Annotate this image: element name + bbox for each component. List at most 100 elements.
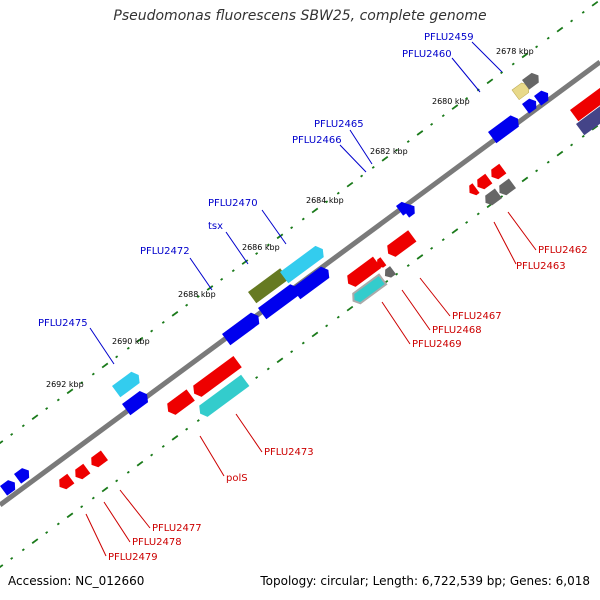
gene-label-pflu2460[interactable]: PFLU2460	[402, 49, 452, 60]
tick-label: 2686 kbp	[242, 243, 280, 252]
gene-feature[interactable]	[222, 310, 263, 346]
gene-label-pflu2466[interactable]: PFLU2466	[292, 135, 342, 146]
gene-feature[interactable]	[88, 450, 108, 470]
tick-mark	[171, 311, 179, 317]
tick-mark	[196, 419, 200, 423]
gene-feature[interactable]	[72, 463, 91, 482]
gene-feature[interactable]	[14, 466, 32, 484]
gene-feature[interactable]	[0, 478, 18, 496]
tick-mark	[56, 398, 60, 402]
tick-mark	[101, 362, 109, 369]
gene-feature[interactable]	[466, 183, 480, 197]
tick-mark	[465, 221, 469, 224]
gene-feature[interactable]	[344, 256, 382, 290]
gene-label-pflu2472[interactable]: PFLU2472	[140, 246, 190, 257]
tick-mark	[161, 444, 165, 448]
reverse-connectors	[85, 211, 537, 557]
tick-mark	[115, 479, 119, 483]
gene-label-pflu2468[interactable]: PFLU2468	[432, 325, 482, 336]
tick-mark	[521, 176, 529, 183]
tick-mark	[416, 254, 424, 260]
gene-feature[interactable]	[384, 230, 417, 259]
gene-feature[interactable]	[56, 473, 75, 492]
gene-feature[interactable]	[522, 71, 542, 90]
tick-mark	[406, 140, 410, 143]
gene-label-pflu2465[interactable]: PFLU2465	[314, 119, 364, 130]
gene-label-pflu2469[interactable]: PFLU2469	[412, 339, 462, 350]
tick-mark	[150, 453, 154, 457]
tick-mark	[360, 174, 364, 178]
gene-label-tsx[interactable]: tsx	[208, 221, 223, 232]
gene-label-pflu2463[interactable]: PFLU2463	[516, 261, 566, 272]
gene-feature[interactable]	[482, 188, 502, 208]
accession-text: Accession: NC_012660	[8, 574, 145, 588]
tick-mark	[511, 62, 515, 66]
tick-mark	[255, 376, 259, 379]
gene-feature[interactable]	[374, 257, 387, 270]
tick-mark	[241, 259, 249, 265]
tick-mark	[476, 212, 480, 216]
gene-feature[interactable]	[570, 86, 600, 122]
tick-mark	[266, 243, 270, 247]
tick-mark	[91, 372, 95, 376]
gene-feature[interactable]	[248, 268, 289, 304]
tick-mark	[45, 407, 49, 410]
tick-label: 2680 kbp	[432, 97, 470, 106]
tick-mark	[126, 470, 130, 474]
gene-label-pflu2478[interactable]: PFLU2478	[132, 537, 182, 548]
tick-mark	[430, 246, 434, 250]
tick-mark	[91, 496, 95, 500]
tick-mark	[406, 264, 410, 267]
gene-label-pflu2477[interactable]: PFLU2477	[152, 523, 202, 534]
gene-label-pflu2479[interactable]: PFLU2479	[108, 552, 158, 563]
tick-mark	[441, 114, 445, 118]
gene-feature[interactable]	[164, 389, 195, 417]
tick-mark	[371, 165, 375, 169]
tick-mark	[136, 336, 144, 343]
gene-feature[interactable]	[382, 266, 396, 280]
tick-mark	[500, 71, 504, 75]
tick-mark	[161, 320, 165, 324]
gene-label-pflu2459[interactable]: PFLU2459	[424, 32, 474, 43]
gene-feature[interactable]	[474, 173, 493, 192]
gene-feature[interactable]	[112, 369, 143, 398]
gene-feature[interactable]	[258, 282, 302, 320]
tick-mark	[266, 367, 270, 371]
tick-mark	[570, 143, 574, 147]
gene-label-pflu2473[interactable]: PFLU2473	[264, 447, 314, 458]
gene-feature[interactable]	[576, 100, 600, 136]
gene-label-pols[interactable]: polS	[226, 473, 248, 484]
gene-feature[interactable]	[534, 88, 552, 106]
tick-mark	[115, 355, 119, 359]
gene-feature[interactable]	[522, 96, 540, 114]
gene-feature[interactable]	[488, 163, 507, 182]
gene-feature[interactable]	[292, 264, 333, 300]
gene-label-pflu2470[interactable]: PFLU2470	[208, 198, 258, 209]
tick-mark	[101, 486, 109, 493]
tick-mark	[185, 303, 189, 307]
tick-mark	[591, 124, 599, 131]
gene-feature[interactable]	[190, 355, 242, 399]
gene-feature[interactable]	[488, 113, 522, 144]
tick-label: 2684 kbp	[306, 196, 344, 205]
gene-label-pflu2467[interactable]: PFLU2467	[452, 311, 502, 322]
tick-mark	[290, 226, 294, 230]
tick-label: 2682 kbp	[370, 147, 408, 156]
tick-mark	[206, 285, 214, 291]
gene-feature[interactable]	[350, 273, 388, 306]
tick-mark	[581, 10, 585, 14]
gene-feature[interactable]	[496, 178, 516, 198]
gene-feature[interactable]	[196, 374, 250, 419]
gene-feature[interactable]	[122, 389, 151, 416]
gene-feature[interactable]	[402, 201, 418, 218]
gene-label-pflu2475[interactable]: PFLU2475	[38, 318, 88, 329]
tick-mark	[80, 381, 84, 385]
tick-mark	[231, 269, 235, 273]
tick-mark	[591, 0, 599, 7]
tick-mark	[220, 277, 224, 281]
gene-feature[interactable]	[280, 244, 327, 284]
gene-label-pflu2462[interactable]: PFLU2462	[538, 245, 588, 256]
tick-mark	[451, 104, 459, 110]
tick-mark	[381, 155, 389, 162]
